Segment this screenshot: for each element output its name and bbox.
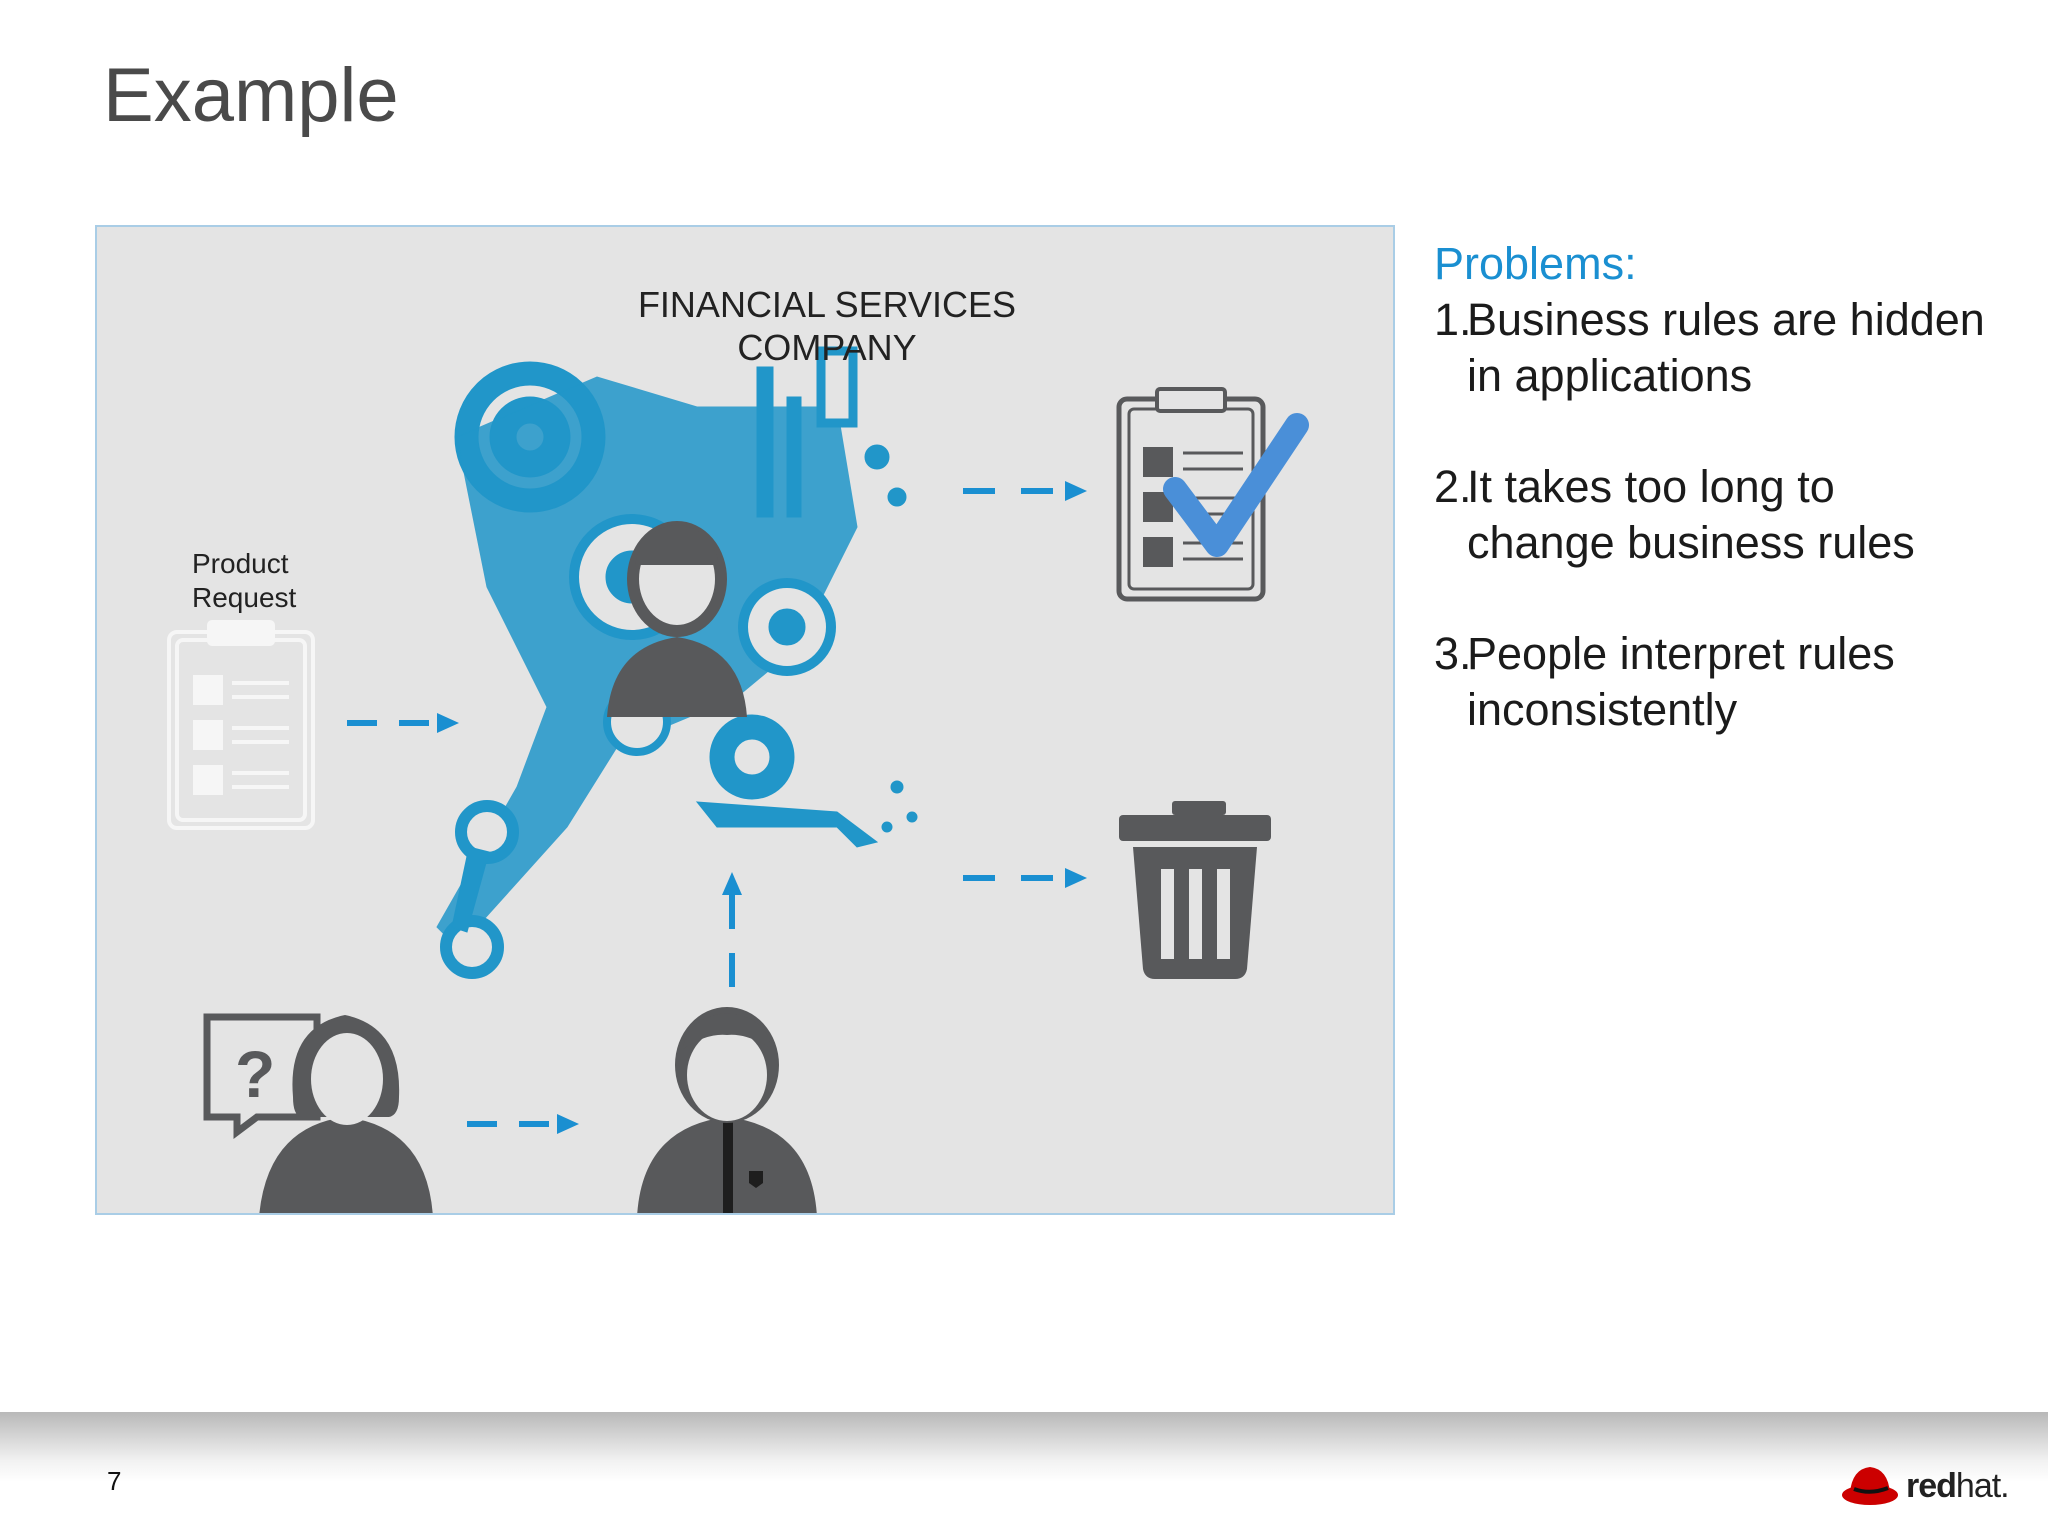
employee-in-machine-icon: [607, 521, 747, 717]
trash-can-icon: [1119, 801, 1271, 979]
footer-bar: [0, 1412, 2048, 1482]
problem-text-line2: change business rules: [1467, 517, 1915, 568]
slide-title: Example: [103, 53, 399, 138]
arrow-employee-to-company: [722, 872, 742, 987]
brand-bold: red: [1906, 1467, 1957, 1505]
company-label: FINANCIAL SERVICES COMPANY: [517, 283, 1137, 369]
request-label-line2: Request: [192, 582, 297, 613]
redhat-wordmark: redhat.: [1906, 1467, 2010, 1506]
problem-item: 1. Business rules are hidden in applicat…: [1434, 292, 2034, 404]
problem-number: 1.: [1434, 294, 1472, 345]
product-request-clipboard-icon: [167, 620, 315, 830]
redhat-hat-icon: [1842, 1467, 1898, 1505]
problem-number: 2.: [1434, 461, 1472, 512]
page-number: 7: [107, 1466, 122, 1496]
customer-question-icon: ?: [203, 1013, 433, 1213]
problem-text-line1: It takes too long to: [1467, 461, 1835, 512]
arrow-request-to-company: [347, 713, 459, 733]
company-label-line2: COMPANY: [737, 327, 917, 368]
problems-heading: Problems:: [1434, 238, 1637, 289]
svg-text:?: ?: [235, 1037, 275, 1111]
process-diagram: ?: [95, 225, 1395, 1215]
company-label-line1: FINANCIAL SERVICES: [637, 284, 1017, 325]
redhat-logo: redhat.: [1840, 1455, 2020, 1515]
arrow-customer-to-employee: [467, 1114, 579, 1134]
problems-list: Problems: 1. Business rules are hidden i…: [1434, 236, 2034, 738]
problem-item: 3. People interpret rules inconsistently: [1434, 626, 2034, 738]
request-label-line1: Product: [192, 548, 289, 579]
brand-light: hat.: [1955, 1467, 2010, 1505]
problem-item: 2. It takes too long to change business …: [1434, 459, 2034, 571]
arrow-company-to-approved: [963, 481, 1087, 501]
problem-text-line2: in applications: [1467, 350, 1753, 401]
arrow-company-to-rejected: [963, 868, 1087, 888]
problem-text-line1: People interpret rules: [1467, 628, 1895, 679]
problem-text-line2: inconsistently: [1467, 684, 1738, 735]
checkmark-icon: [1163, 413, 1309, 557]
problem-text-line1: Business rules are hidden: [1467, 294, 1985, 345]
employee-icon: [637, 1007, 817, 1213]
product-request-label: Product Request: [192, 547, 296, 615]
problem-number: 3.: [1434, 628, 1472, 679]
